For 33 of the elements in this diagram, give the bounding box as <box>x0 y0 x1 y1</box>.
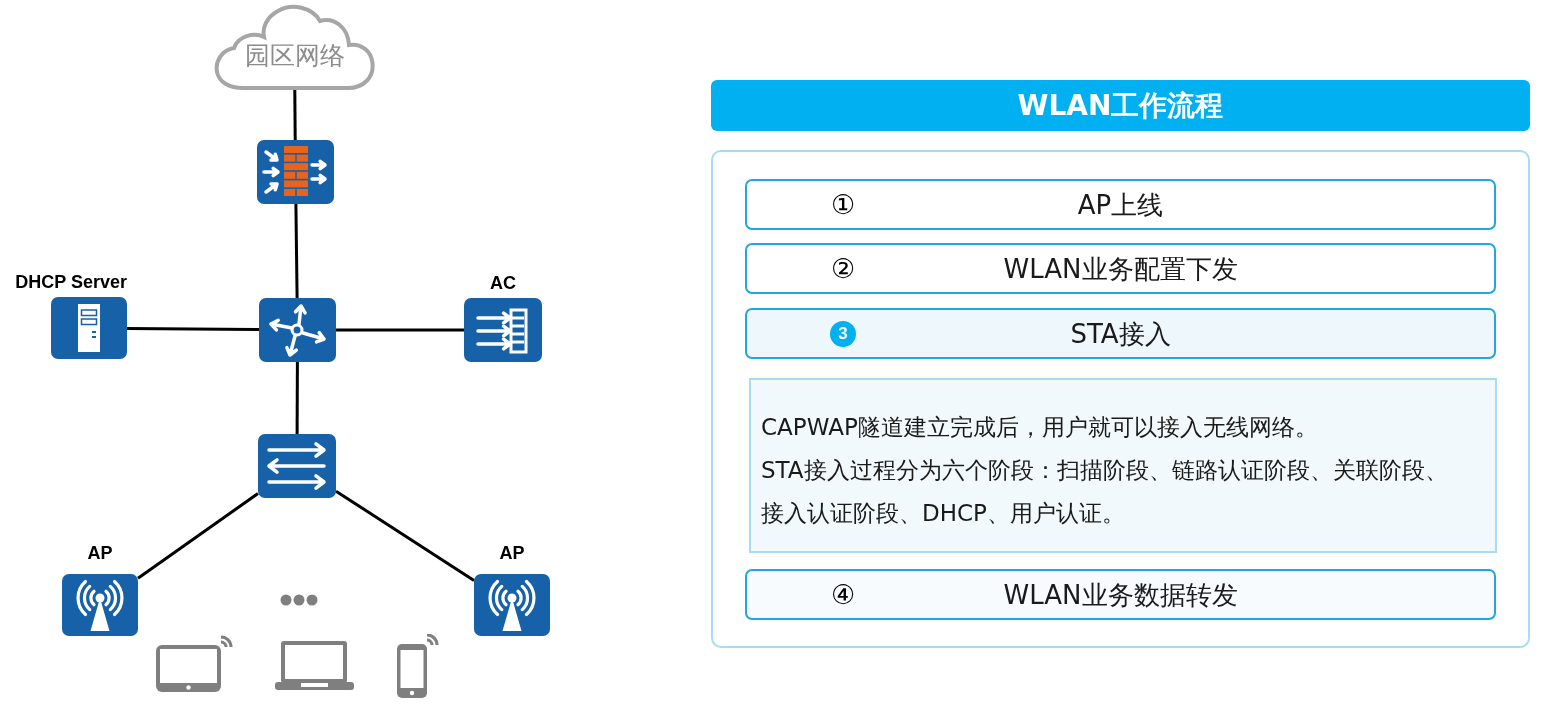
node-label: AC <box>490 273 516 293</box>
paragraph: CAPWAP隧道建立完成后，用户就可以接入无线网络。 <box>761 413 1319 442</box>
step-number: 3 <box>830 320 856 347</box>
router-icon <box>259 298 336 362</box>
panel <box>711 150 1530 648</box>
link-line <box>336 328 464 332</box>
node-label: 园区网络 <box>244 41 345 71</box>
link-line <box>294 203 299 299</box>
step-title: WLAN业务配置下发 <box>1003 252 1238 285</box>
link-line <box>127 326 259 332</box>
step-box <box>745 179 1496 230</box>
node-label: DHCP Server <box>15 272 127 292</box>
node-label: AP <box>499 543 525 563</box>
paragraph: STA接入过程分为六个阶段：扫描阶段、链路认证阶段、关联阶段、接入认证阶段、DHCP、用户认证。 <box>761 456 1449 528</box>
description-box <box>749 378 1497 553</box>
switch-icon <box>258 434 336 498</box>
link-line <box>335 489 475 582</box>
step-box <box>745 243 1496 294</box>
firewall-icon <box>257 140 334 204</box>
step-title: WLAN业务数据转发 <box>1003 578 1238 611</box>
step-number: ① <box>830 189 856 220</box>
step-title: STA接入 <box>1070 317 1171 350</box>
step-number: ④ <box>830 579 856 610</box>
link-line <box>293 90 297 140</box>
step-box <box>745 569 1496 620</box>
link-line <box>137 492 259 580</box>
step-box <box>745 308 1496 359</box>
step-title: AP上线 <box>1077 188 1164 221</box>
step-number: ② <box>830 253 856 284</box>
header-title: WLAN工作流程 <box>1017 88 1224 123</box>
link-line <box>295 362 299 434</box>
node-label: AP <box>87 543 113 563</box>
header-bar <box>711 80 1530 131</box>
